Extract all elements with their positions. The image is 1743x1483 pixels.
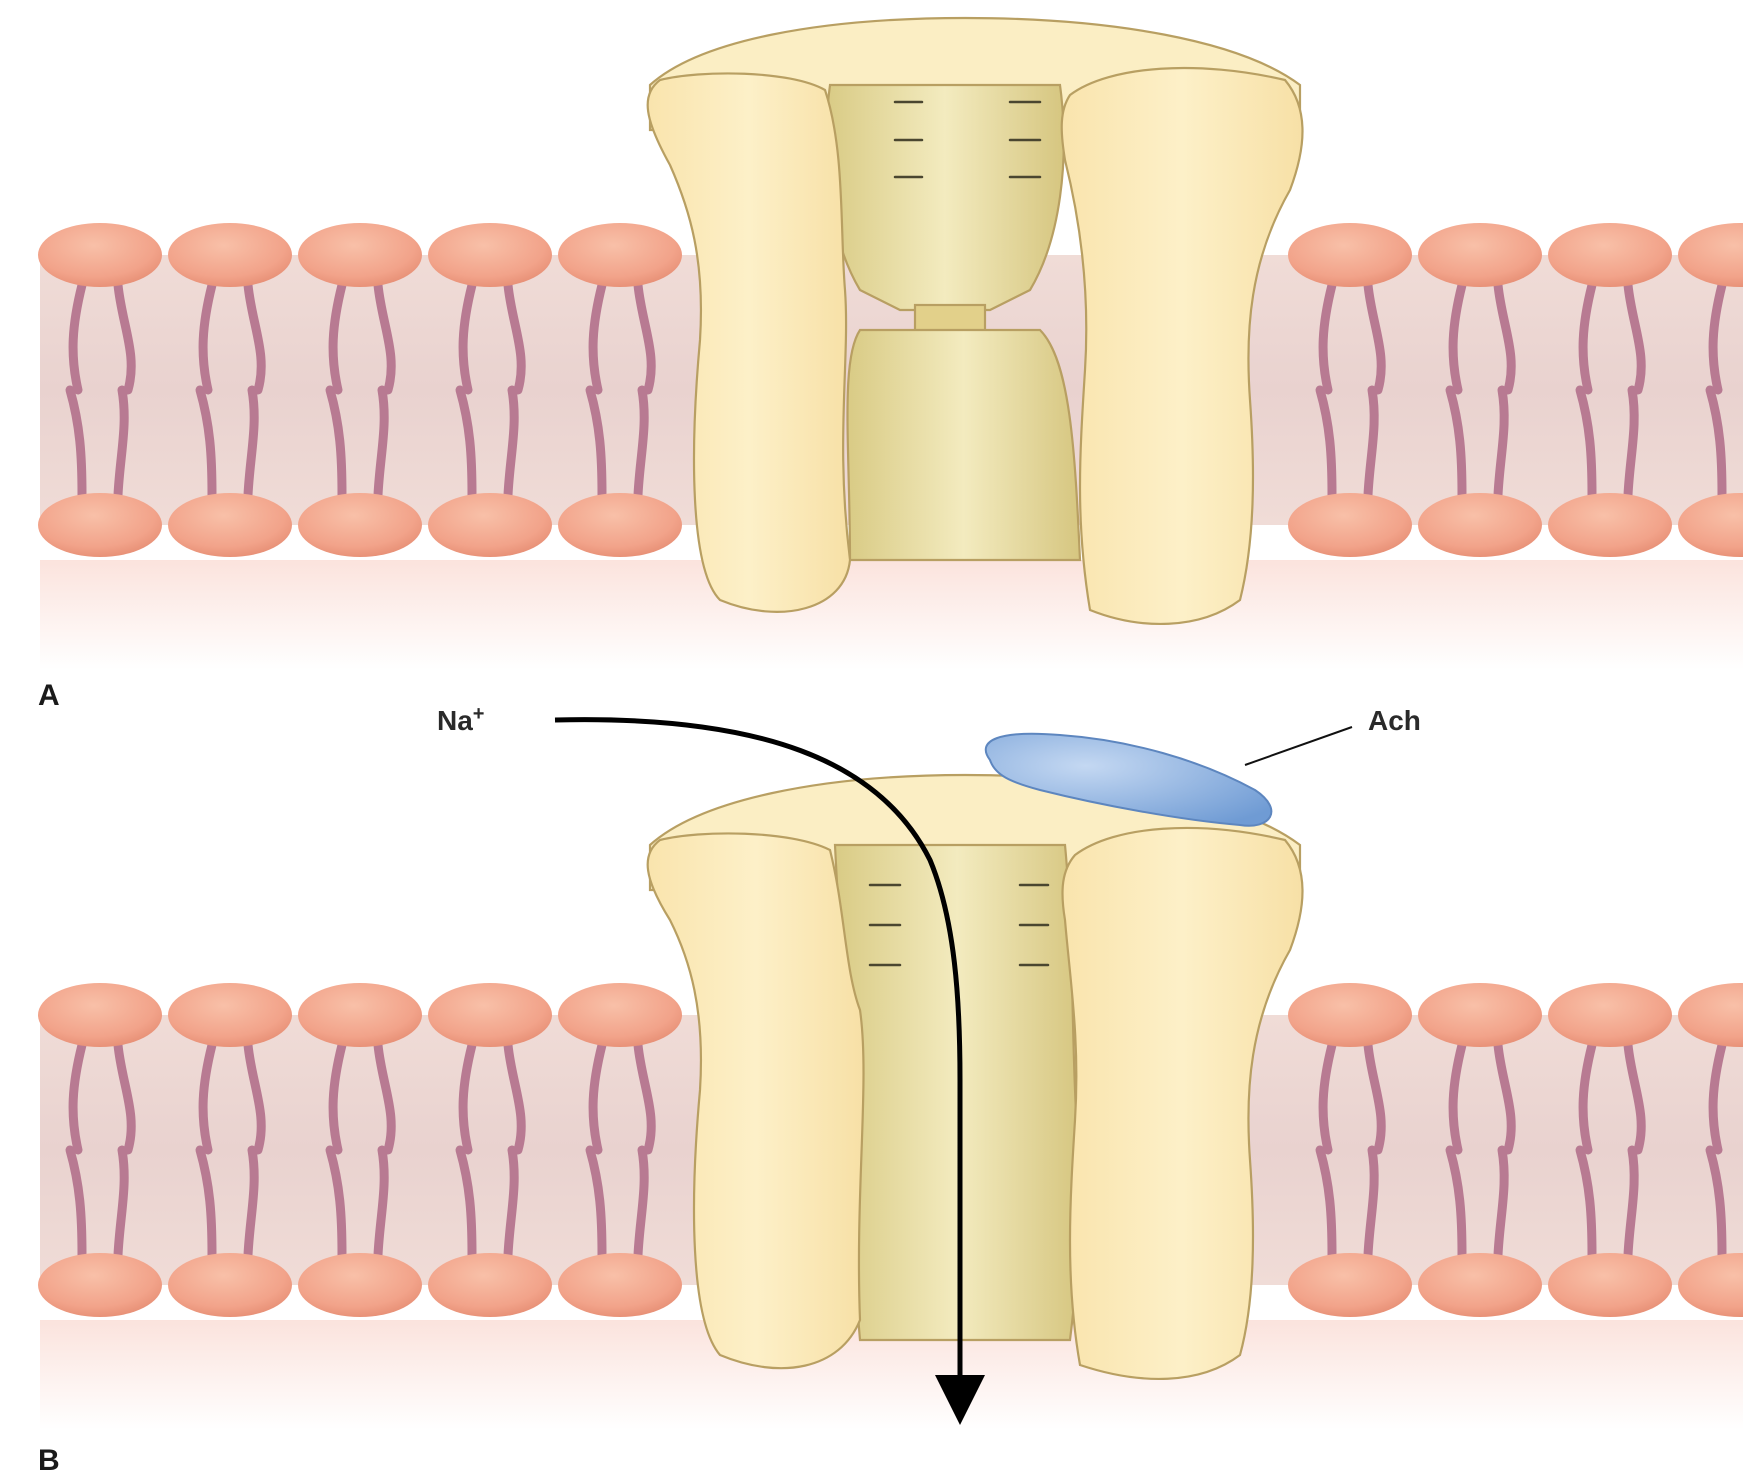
- phospholipid-head: [38, 983, 162, 1047]
- phospholipid-head: [38, 493, 162, 557]
- panel-letter-b: B: [38, 1444, 60, 1477]
- phospholipid-head: [428, 223, 552, 287]
- ach-label: Ach: [1368, 705, 1421, 736]
- phospholipid-head: [168, 1253, 292, 1317]
- phospholipid-head: [38, 223, 162, 287]
- phospholipid-head: [1418, 1253, 1542, 1317]
- channel-open: [648, 775, 1303, 1379]
- channel-closed: [648, 18, 1303, 624]
- phospholipid-head: [558, 493, 682, 557]
- phospholipid-head: [1288, 1253, 1412, 1317]
- phospholipid-head: [1288, 493, 1412, 557]
- phospholipid-head: [1288, 983, 1412, 1047]
- ach-leader-line: [1245, 727, 1352, 765]
- phospholipid-head: [298, 493, 422, 557]
- phospholipid-head: [558, 983, 682, 1047]
- panel-b-open-channel: Ach Na+ B: [38, 703, 1743, 1477]
- panel-letter-a: A: [38, 679, 60, 712]
- phospholipid-head: [298, 1253, 422, 1317]
- phospholipid-head: [1418, 223, 1542, 287]
- phospholipid-head: [168, 223, 292, 287]
- phospholipid-head: [1288, 223, 1412, 287]
- phospholipid-head: [38, 1253, 162, 1317]
- phospholipid-head: [558, 223, 682, 287]
- phospholipid-head: [1418, 493, 1542, 557]
- phospholipid-head: [1418, 983, 1542, 1047]
- phospholipid-head: [1548, 493, 1672, 557]
- phospholipid-head: [428, 983, 552, 1047]
- cytoplasm-shade: [40, 560, 1743, 670]
- phospholipid-head: [428, 1253, 552, 1317]
- phospholipid-head: [558, 1253, 682, 1317]
- phospholipid-head: [298, 223, 422, 287]
- phospholipid-head: [1548, 983, 1672, 1047]
- panel-a-closed-channel: A: [38, 18, 1743, 712]
- na-ion-label: Na+: [437, 703, 484, 736]
- phospholipid-head: [168, 493, 292, 557]
- phospholipid-head: [298, 983, 422, 1047]
- phospholipid-head: [1548, 223, 1672, 287]
- phospholipid-head: [168, 983, 292, 1047]
- phospholipid-head: [428, 493, 552, 557]
- phospholipid-head: [1548, 1253, 1672, 1317]
